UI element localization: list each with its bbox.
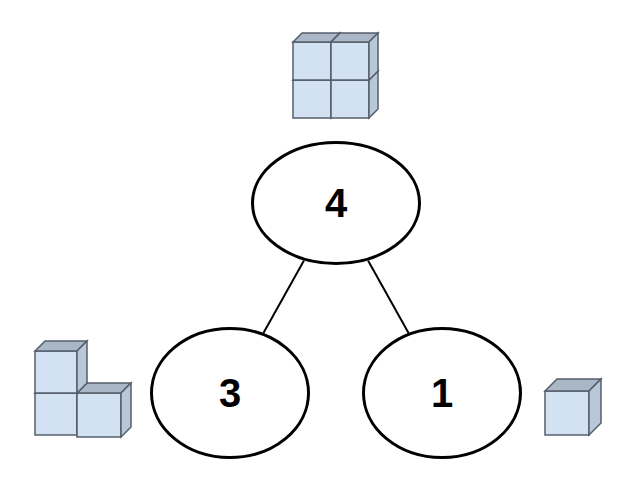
number-label: 3 bbox=[219, 373, 241, 413]
ellipse-shape bbox=[152, 329, 309, 458]
cube bbox=[77, 383, 131, 437]
number-label: 1 bbox=[431, 373, 453, 413]
number-circle: 1 bbox=[362, 327, 522, 459]
cube-side bbox=[121, 383, 131, 437]
bond-line bbox=[263, 260, 304, 333]
node-text-holder: 3 bbox=[150, 327, 310, 459]
number-circle: 4 bbox=[251, 141, 421, 265]
cube bbox=[331, 33, 378, 80]
bond-line bbox=[368, 260, 409, 333]
cube-front bbox=[545, 391, 589, 435]
cube-block-four bbox=[293, 33, 378, 118]
cube-front bbox=[293, 42, 331, 80]
node-text-holder: 4 bbox=[251, 141, 421, 265]
cube-side bbox=[77, 341, 87, 393]
cube-side bbox=[369, 33, 378, 80]
number-label: 4 bbox=[325, 183, 347, 223]
cube-block-one bbox=[545, 379, 601, 435]
cube-side bbox=[589, 379, 601, 435]
cube bbox=[35, 341, 87, 393]
cube-front bbox=[293, 80, 331, 118]
cube bbox=[545, 379, 601, 435]
number-circle: 3 bbox=[150, 327, 310, 459]
cube-front bbox=[331, 42, 369, 80]
cube-front bbox=[331, 80, 369, 118]
cube-front bbox=[77, 393, 121, 437]
ellipse-shape bbox=[364, 329, 521, 458]
ellipse-shape bbox=[253, 143, 420, 264]
cube-front bbox=[35, 393, 77, 435]
cube-front bbox=[35, 351, 77, 393]
cube-block-three bbox=[35, 341, 131, 437]
node-text-holder: 1 bbox=[362, 327, 522, 459]
